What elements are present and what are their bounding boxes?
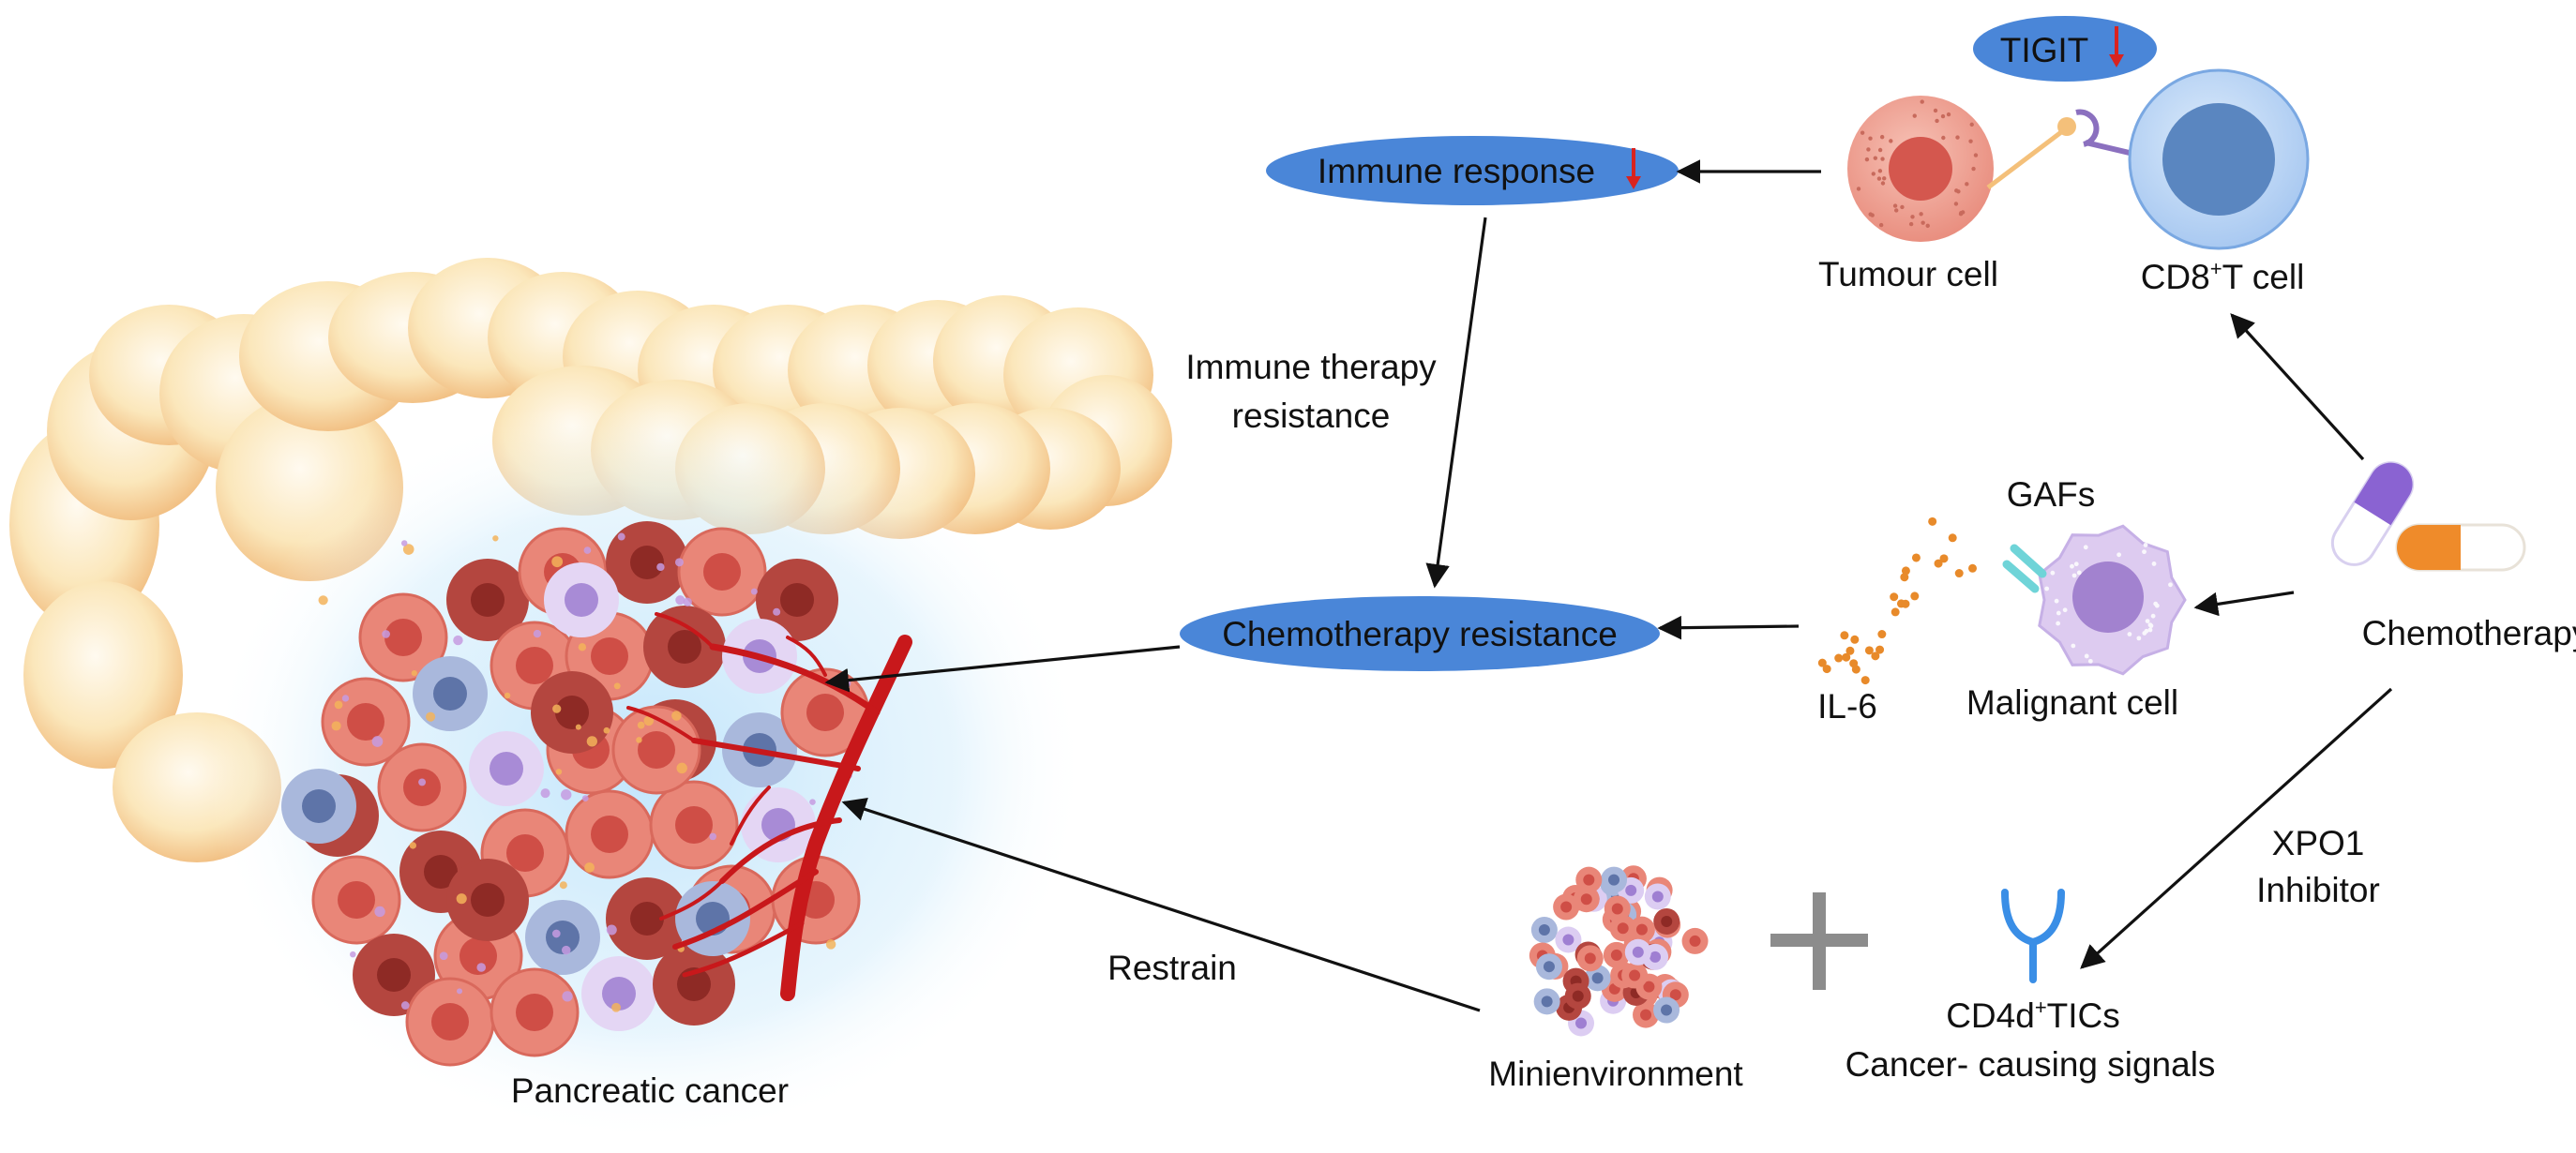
arrow-chemo-to-malignant (2193, 591, 2295, 617)
malignant-cell-label: Malignant cell (1966, 683, 2178, 722)
tumour-cell-icon (1847, 96, 1994, 242)
minienvironment-icon (1529, 865, 1709, 1037)
pancreatic-cancer-label: Pancreatic cancer (511, 1071, 789, 1110)
gafs-label: GAFs (2007, 475, 2096, 514)
immune-therapy-label-line2: resistance (1232, 397, 1391, 435)
chemotherapy-label: Chemotherapy (2362, 614, 2576, 652)
arrows (824, 159, 2393, 1012)
y-receptor-icon (2001, 889, 2065, 983)
chemotherapy-resistance-label: Chemotherapy resistance (1222, 615, 1618, 653)
il6-label: IL-6 (1817, 687, 1877, 726)
immune-response-pill: Immune response (1266, 136, 1679, 205)
capsule-pill-icon (2330, 461, 2526, 572)
restrain-label: Restrain (1107, 949, 1237, 987)
immune-response-label: Immune response (1318, 152, 1595, 190)
blood-vessel-icon (626, 612, 912, 1001)
xpo1-inhibitor-label: XPO1 (2272, 824, 2365, 862)
immune-therapy-label: Immune therapy (1185, 348, 1437, 386)
malignant-cell-icon (2002, 524, 2187, 676)
arrow-chemo-resistance-to-tumor (824, 645, 1181, 693)
cd8-t-cell-icon (2128, 68, 2310, 250)
arrow-mini-to-tumor (841, 798, 1481, 1012)
tumour-cell-label: Tumour cell (1818, 255, 1998, 293)
down-arrow-icon (1626, 148, 1641, 189)
il6-dots-icon (1817, 517, 1977, 685)
arrow-chemo-to-cd4d (2080, 687, 2393, 969)
plus-icon (1770, 892, 1868, 990)
down-arrow-icon (2109, 26, 2124, 67)
chemotherapy-resistance-pill: Chemotherapy resistance (1180, 596, 1660, 671)
tigit-label: TIGIT (2000, 31, 2089, 69)
tigit-pill: TIGIT (1973, 16, 2157, 82)
arrow-il6-to-chemo-resistance (1657, 615, 1800, 640)
cd8-t-cell-label: CD8+T cell (2141, 257, 2305, 296)
arrow-chemo-to-cd8 (2230, 313, 2365, 461)
xpo1-inhibitor-label-line2: Inhibitor (2256, 871, 2380, 909)
arrow-immune-to-chemo-resistance (1425, 217, 1487, 589)
minienvironment-label: Minienvironment (1488, 1055, 1743, 1093)
tigit-receptor-icon (1986, 109, 2134, 189)
cd4d-tics-label: CD4d+TICs (1946, 996, 2120, 1035)
cancer-causing-signals-label: Cancer- causing signals (1845, 1045, 2216, 1084)
